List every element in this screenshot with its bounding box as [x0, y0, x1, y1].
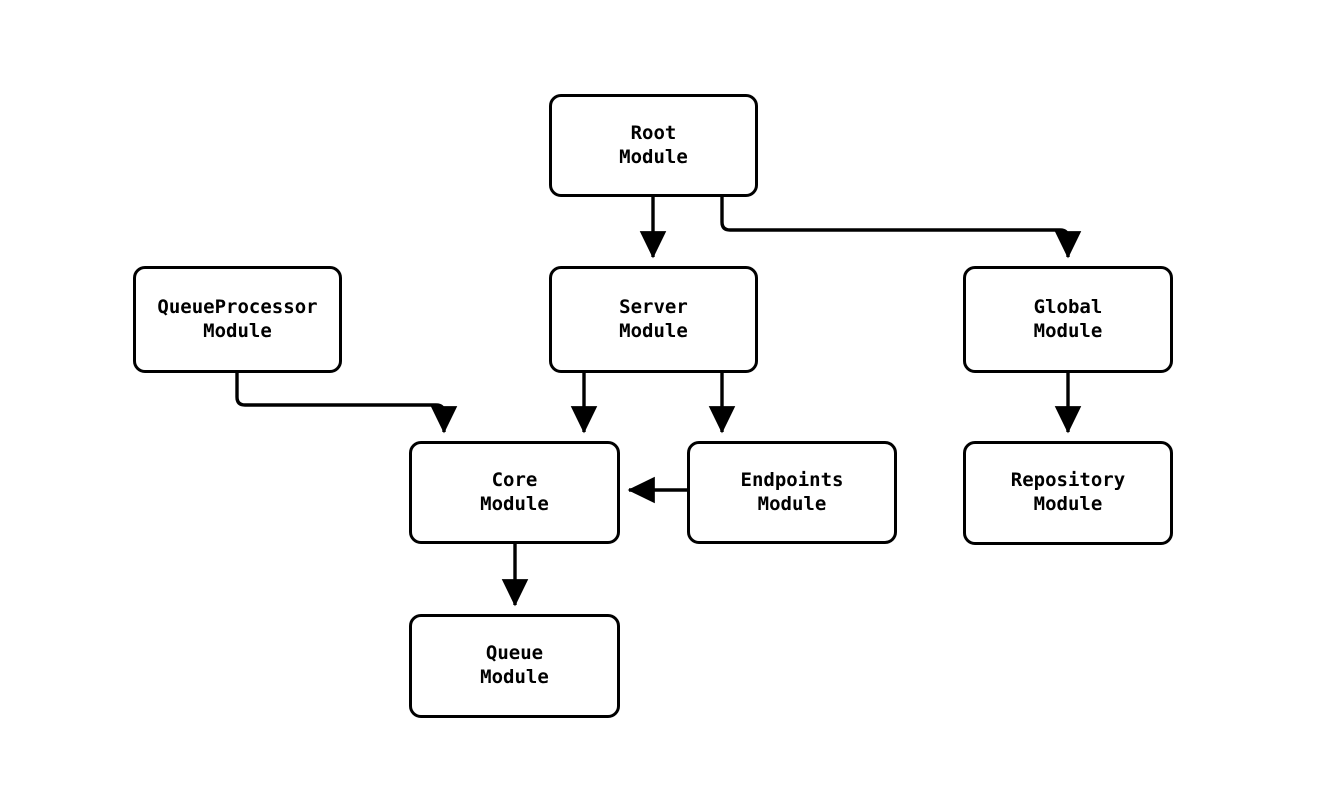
node-global-module[interactable]: Global Module: [963, 266, 1173, 373]
node-repository-module[interactable]: Repository Module: [963, 441, 1173, 545]
node-repository-module-label: Repository Module: [1010, 469, 1126, 515]
node-root-module[interactable]: Root Module: [549, 94, 758, 197]
node-queueprocessor-module[interactable]: QueueProcessor Module: [133, 266, 342, 373]
node-queue-module[interactable]: Queue Module: [409, 614, 620, 718]
node-server-module[interactable]: Server Module: [549, 266, 758, 373]
edge-queueprocessor-core: [235, 373, 458, 434]
node-root-module-label: Root Module: [619, 121, 688, 168]
node-core-module-label: Core Module: [480, 468, 549, 515]
node-core-module[interactable]: Core Module: [409, 441, 620, 544]
node-queueprocessor-module-label: QueueProcessor Module: [157, 295, 318, 342]
node-queue-module-label: Queue Module: [480, 642, 549, 688]
node-endpoints-module[interactable]: Endpoints Module: [687, 441, 897, 544]
edge-root-global: [720, 197, 1082, 259]
node-endpoints-module-label: Endpoints Module: [740, 468, 844, 515]
node-server-module-label: Server Module: [619, 295, 688, 342]
node-global-module-label: Global Module: [1033, 295, 1103, 342]
